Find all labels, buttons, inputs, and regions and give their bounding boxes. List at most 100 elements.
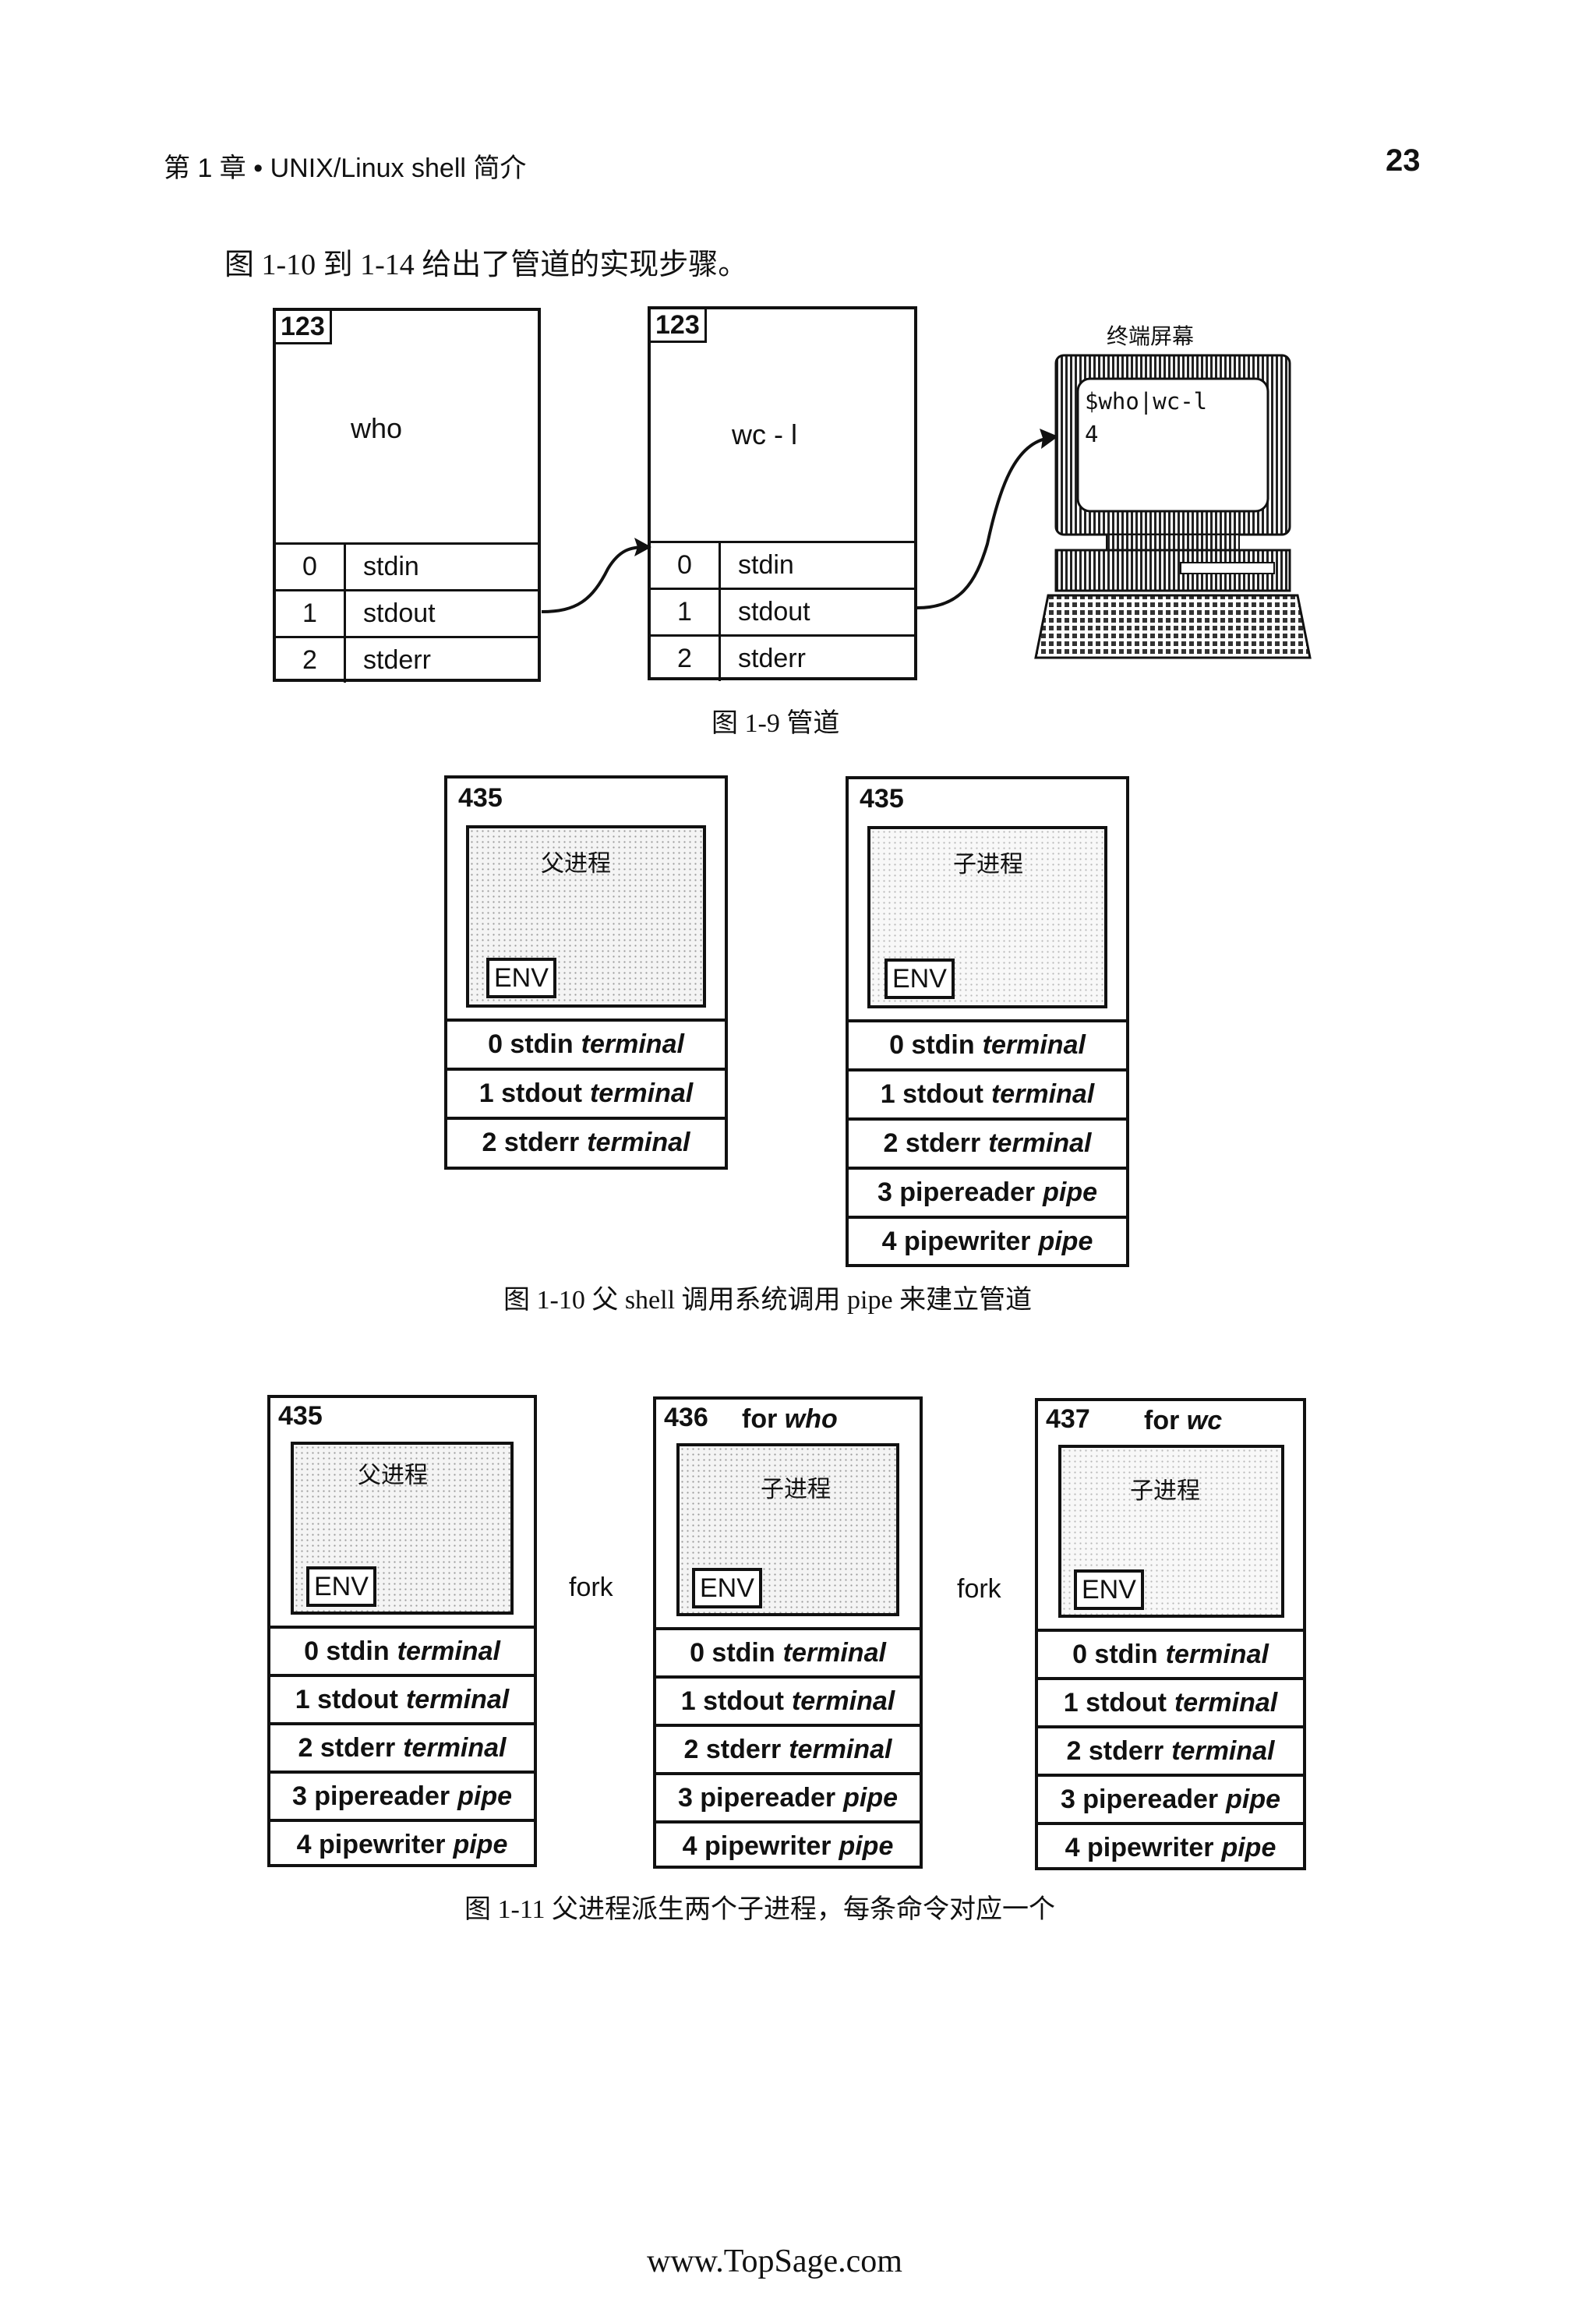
fd-target: pipe (1038, 1227, 1093, 1256)
fd-target: pipe (1226, 1785, 1281, 1814)
fd-name: 0 stdin (889, 1030, 975, 1060)
fd-name: 4 pipewriter (881, 1227, 1031, 1256)
fd-name: 2 stderr (683, 1735, 782, 1764)
fd-target: terminal (581, 1029, 684, 1059)
terminal-output: 4 (1085, 421, 1099, 447)
fd-name: 4 pipewriter (1065, 1833, 1214, 1862)
process-image: 父进程 ENV (466, 825, 706, 1008)
fd-name: 2 stderr (883, 1128, 981, 1158)
fd-name: 0 stdin (304, 1636, 390, 1666)
fd-row: 0 stdin (651, 541, 914, 588)
page-number: 23 (1386, 143, 1421, 178)
figure-caption: 图 1-9 管道 (711, 709, 840, 738)
fd-target: pipe (1043, 1177, 1098, 1207)
fd-name: 2 stderr (482, 1128, 580, 1157)
pid-label: 123 (276, 311, 332, 344)
fd-target: terminal (782, 1638, 886, 1668)
fd-row: 2 stderr (276, 636, 538, 683)
process-image: 子进程 ENV (867, 826, 1107, 1008)
fd-number: 0 (276, 545, 346, 589)
terminal-computer-icon (1034, 354, 1312, 659)
process-label: 子进程 (953, 851, 1023, 878)
fd-name: stdin (738, 550, 794, 580)
for-keyword: for (742, 1404, 778, 1434)
fd-target: pipe (457, 1781, 513, 1811)
for-label: for who (742, 1404, 838, 1435)
output-arrow-icon (916, 429, 1058, 609)
fd-target: pipe (839, 1831, 894, 1861)
process-label: 父进程 (358, 1462, 428, 1489)
fd-name: 1 stdout (295, 1685, 398, 1714)
fd-name: 1 stdout (680, 1686, 784, 1716)
pid-label: 437 (1046, 1404, 1090, 1434)
process-image: 父进程 ENV (291, 1442, 514, 1615)
figure-caption: 图 1-10 父 shell 调用系统调用 pipe 来建立管道 (503, 1286, 1033, 1315)
fd-name: 1 stdout (1063, 1688, 1167, 1718)
pipe-arrow-icon (541, 538, 651, 613)
fd-number: 2 (276, 638, 346, 683)
pid-label: 435 (278, 1401, 323, 1431)
terminal-title: 终端屏幕 (1107, 323, 1195, 349)
fork-label: fork (569, 1573, 613, 1602)
fd-name: stderr (363, 645, 431, 675)
fd-target: pipe (453, 1830, 508, 1859)
fd-target: terminal (982, 1030, 1086, 1060)
fd-target: terminal (990, 1079, 1095, 1109)
fd-number: 1 (651, 590, 721, 634)
fd-name: 0 stdin (690, 1638, 775, 1668)
command-label: wc - l (732, 418, 797, 450)
for-command: wc (1186, 1406, 1223, 1435)
fd-target: terminal (589, 1079, 694, 1108)
fd-target: terminal (403, 1733, 507, 1763)
fd-target: terminal (789, 1735, 892, 1764)
fork-label: fork (957, 1574, 1001, 1604)
fd-row: 1 stdout (651, 588, 914, 634)
fd-name: 3 pipereader (877, 1177, 1036, 1207)
process-box-wc: 123 wc - l 0 stdin 1 stdout 2 stderr (648, 306, 917, 681)
fd-number: 0 (651, 543, 721, 588)
env-block: ENV (885, 959, 955, 999)
for-keyword: for (1144, 1406, 1180, 1435)
pid-label: 123 (651, 309, 707, 343)
pid-label: 435 (860, 784, 904, 814)
fd-name: 3 pipereader (291, 1781, 450, 1811)
intro-text: 图 1-10 到 1-14 给出了管道的实现步骤。 (224, 249, 748, 281)
chapter-header: 第 1 章 • UNIX/Linux shell 简介 (164, 154, 527, 183)
fd-target: pipe (1221, 1833, 1276, 1862)
process-box-who: 123 who 0 stdin 1 stdout 2 stderr (273, 308, 541, 683)
for-label: for wc (1144, 1406, 1222, 1436)
pid-label: 435 (458, 783, 503, 813)
fd-name: 0 stdin (488, 1029, 574, 1059)
pid-label: 436 (664, 1403, 708, 1432)
footer-url[interactable]: www.TopSage.com (647, 2244, 902, 2279)
fd-row: 2 stderr (651, 634, 914, 681)
fd-name: 4 pipewriter (682, 1831, 832, 1861)
env-block: ENV (1074, 1569, 1144, 1610)
process-label: 子进程 (761, 1476, 831, 1503)
figure-caption: 图 1-11 父进程派生两个子进程，每条命令对应一个 (464, 1895, 1056, 1924)
process-image: 子进程 ENV (676, 1443, 899, 1616)
for-command: who (784, 1404, 838, 1434)
process-label: 子进程 (1130, 1478, 1200, 1505)
fd-name: 1 stdout (478, 1079, 582, 1108)
